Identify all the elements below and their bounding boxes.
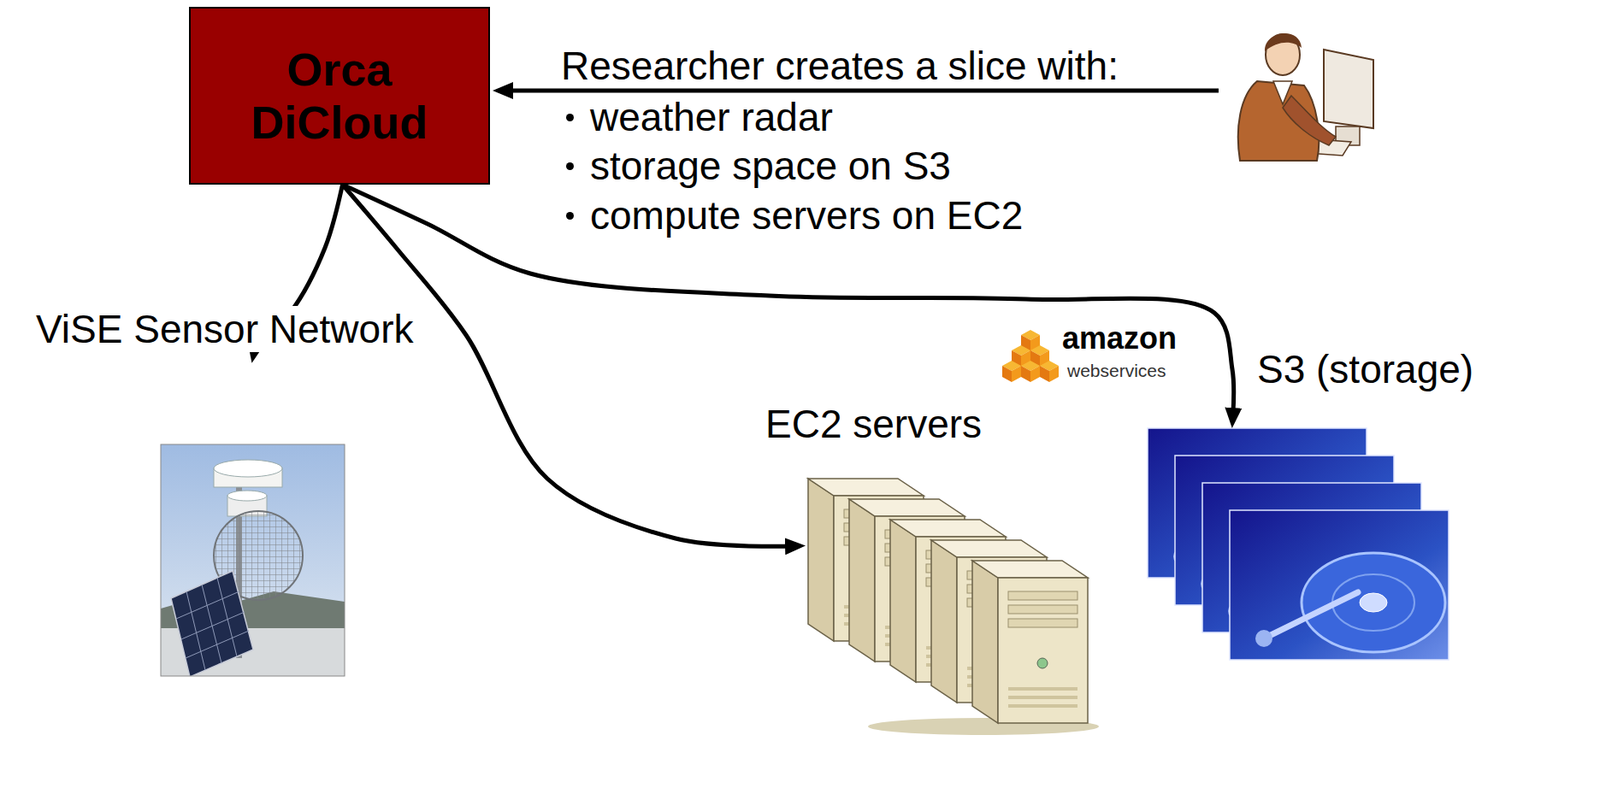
radar-photo-part-part bbox=[160, 444, 345, 677]
note-text: weather radar bbox=[590, 95, 833, 139]
cloud-outline bbox=[10, 362, 460, 786]
disk-stack bbox=[1147, 428, 1449, 661]
researcher-figure-part bbox=[1264, 33, 1302, 52]
bullet-dot bbox=[566, 113, 574, 122]
radar-photo-part-part bbox=[227, 490, 267, 502]
aws-logo-part bbox=[1021, 360, 1040, 383]
text-slot: compute servers on EC2 bbox=[590, 194, 1023, 237]
text-slot: ViSE Sensor Network bbox=[32, 306, 417, 353]
researcher-figure-part bbox=[1323, 49, 1374, 129]
connector-arrow bbox=[342, 184, 1234, 416]
note-text: storage space on S3 bbox=[590, 144, 951, 188]
note-text: Researcher creates a slice with: bbox=[560, 44, 1119, 88]
radar-photo-part bbox=[160, 444, 345, 677]
cloud-region: amazonwebservicesEC2 serversS3 (storage) bbox=[637, 280, 1600, 788]
bullet-dot bbox=[566, 212, 574, 220]
radar-photo-part-part bbox=[213, 460, 283, 478]
node-label: amazon bbox=[1062, 321, 1177, 356]
cloud-shape bbox=[637, 280, 1600, 788]
bullet-dot bbox=[566, 162, 574, 171]
text-slot: S3 (storage) bbox=[1257, 346, 1474, 393]
node-label: Orca DiCloud bbox=[228, 42, 451, 149]
cloud-shape bbox=[10, 362, 460, 786]
aws-logo-part bbox=[1039, 360, 1059, 383]
storage-group: S3 (storage) bbox=[1147, 428, 1449, 660]
server-group: EC2 servers bbox=[805, 464, 1102, 736]
text-slot: Researcher creates a slice with: bbox=[560, 44, 1119, 88]
server-stack bbox=[808, 478, 1099, 736]
aws-logo-part bbox=[1002, 360, 1022, 383]
researcher-figure-part bbox=[1282, 95, 1336, 146]
node-label: EC2 servers bbox=[765, 401, 982, 448]
radar-photo bbox=[160, 444, 345, 678]
researcher-figure-part bbox=[1273, 81, 1293, 105]
aws-logo bbox=[997, 321, 1215, 403]
text-slot: amazon bbox=[1062, 321, 1177, 356]
radar-photo-part-part bbox=[176, 578, 249, 671]
radar-photo-part-part bbox=[171, 571, 254, 677]
researcher-figure bbox=[1238, 33, 1374, 161]
cloud-region: ViSE Sensor Network bbox=[10, 362, 460, 786]
process-box: Orca DiCloud bbox=[188, 6, 491, 185]
radar-photo-part bbox=[160, 444, 345, 677]
text-slot: weather radar bbox=[590, 95, 833, 139]
node-label: ViSE Sensor Network bbox=[32, 306, 417, 353]
text-slot: Orca DiCloud bbox=[228, 42, 451, 149]
request-arrow bbox=[505, 88, 1219, 94]
server-stack-part bbox=[972, 560, 1088, 724]
text-slot: EC2 servers bbox=[765, 401, 982, 448]
node-label: S3 (storage) bbox=[1257, 346, 1474, 393]
aws-logo-part bbox=[997, 321, 1215, 403]
connector-arrow bbox=[342, 184, 794, 547]
disk-stack-part bbox=[1229, 510, 1449, 661]
text-slot: storage space on S3 bbox=[590, 144, 951, 188]
text-slot: webservices bbox=[1067, 360, 1167, 382]
note-text: compute servers on EC2 bbox=[590, 194, 1023, 237]
node-label: webservices bbox=[1067, 360, 1167, 382]
